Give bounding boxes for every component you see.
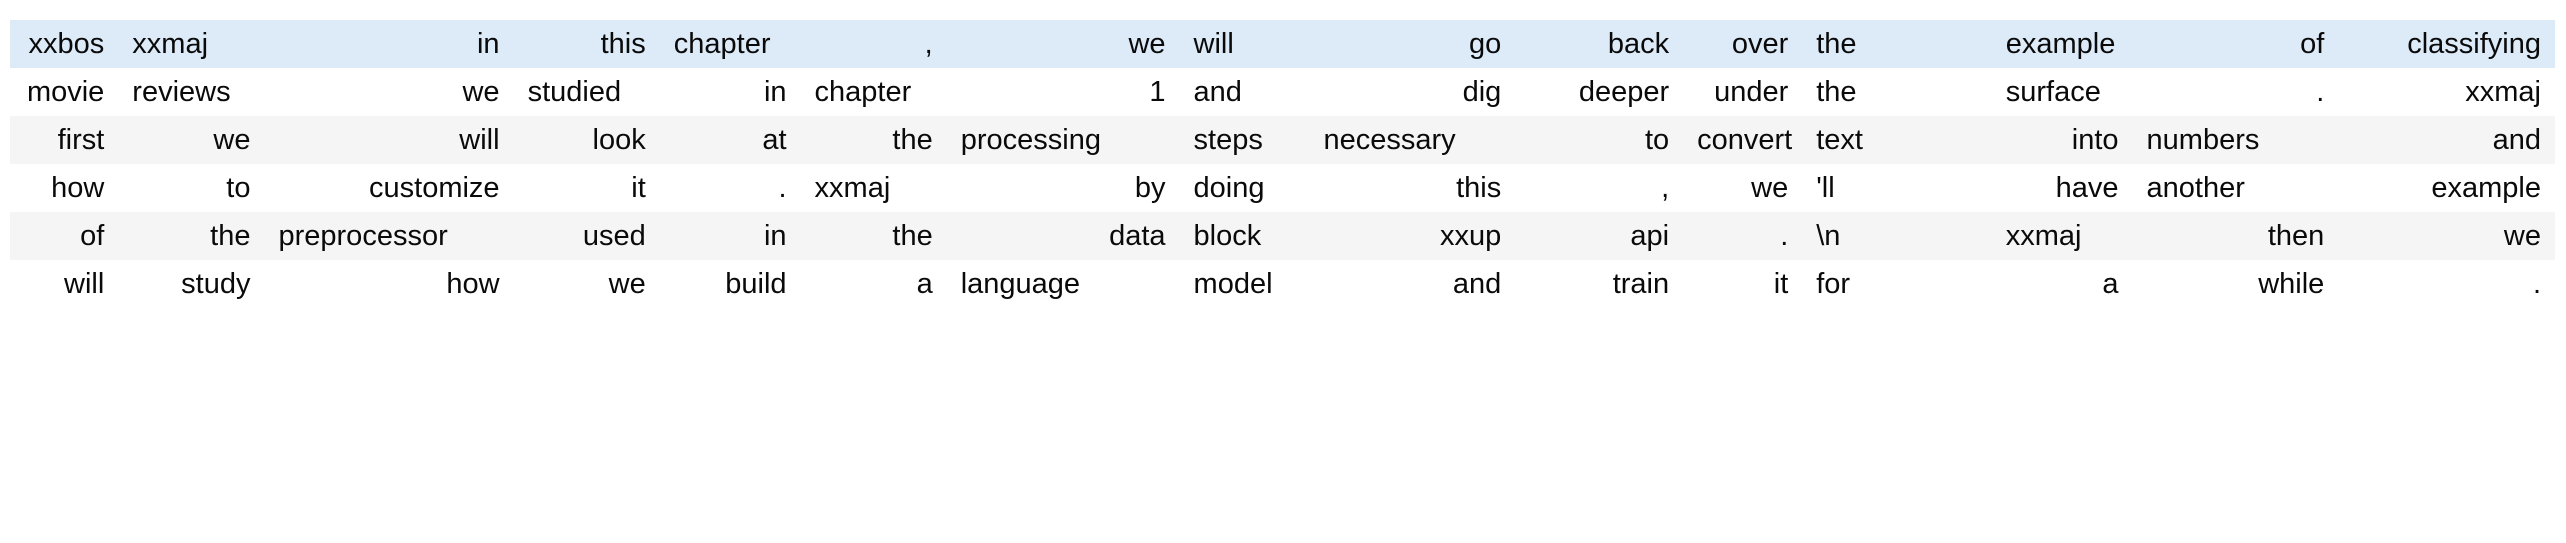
token-cell: used (513, 212, 660, 260)
token-cell: 'll (1802, 164, 1992, 212)
token-cell: over (1683, 20, 1803, 68)
token-cell: to (1515, 116, 1684, 164)
token-cell: in (659, 212, 801, 260)
token-cell: for (1802, 260, 1992, 308)
token-cell: necessary (1309, 116, 1516, 164)
token-cell: surface (1991, 68, 2133, 116)
token-cell: language (946, 260, 1180, 308)
token-cell: we (946, 20, 1180, 68)
token-cell: and (1179, 68, 1310, 116)
token-cell: xxup (1309, 212, 1516, 260)
token-cell: \n (1802, 212, 1992, 260)
token-cell: doing (1179, 164, 1310, 212)
token-cell: the (800, 212, 947, 260)
token-cell: look (513, 116, 660, 164)
token-cell: have (1991, 164, 2133, 212)
token-cell: chapter (659, 20, 801, 68)
token-cell: dig (1309, 68, 1516, 116)
token-cell: a (800, 260, 947, 308)
token-cell: block (1179, 212, 1310, 260)
token-cell: and (1309, 260, 1516, 308)
token-cell: preprocessor (264, 212, 514, 260)
token-cell: xxmaj (800, 164, 947, 212)
token-cell: deeper (1515, 68, 1684, 116)
token-cell: example (1991, 20, 2133, 68)
token-cell: example (2338, 164, 2555, 212)
token-cell: by (946, 164, 1180, 212)
token-cell: numbers (2132, 116, 2339, 164)
token-cell: of (2132, 20, 2339, 68)
token-cell: reviews (118, 68, 265, 116)
token-cell: will (10, 260, 119, 308)
token-cell: into (1991, 116, 2133, 164)
token-cell: xxmaj (1991, 212, 2133, 260)
token-cell: data (946, 212, 1180, 260)
token-cell: , (1515, 164, 1684, 212)
token-cell: xxmaj (118, 20, 265, 68)
token-cell: . (1683, 212, 1803, 260)
token-cell: studied (513, 68, 660, 116)
token-cell: a (1991, 260, 2133, 308)
token-cell: and (2338, 116, 2555, 164)
token-cell: xxbos (10, 20, 119, 68)
token-cell: will (1179, 20, 1310, 68)
token-cell: go (1309, 20, 1516, 68)
token-cell: build (659, 260, 801, 308)
token-cell: while (2132, 260, 2339, 308)
token-cell: . (659, 164, 801, 212)
token-cell: xxmaj (2338, 68, 2555, 116)
token-cell: then (2132, 212, 2339, 260)
token-cell: we (1683, 164, 1803, 212)
token-cell: first (10, 116, 119, 164)
token-cell: api (1515, 212, 1684, 260)
token-cell: of (10, 212, 119, 260)
token-cell: to (118, 164, 265, 212)
token-cell: this (1309, 164, 1516, 212)
token-cell: we (2338, 212, 2555, 260)
token-cell: processing (946, 116, 1180, 164)
token-cell: at (659, 116, 801, 164)
token-cell: in (264, 20, 514, 68)
token-cell: the (118, 212, 265, 260)
token-cell: it (1683, 260, 1803, 308)
token-cell: text (1802, 116, 1992, 164)
token-cell: model (1179, 260, 1310, 308)
token-cell: in (659, 68, 801, 116)
token-cell: , (800, 20, 947, 68)
token-cell: the (1802, 20, 1992, 68)
token-cell: how (264, 260, 514, 308)
token-cell: another (2132, 164, 2339, 212)
token-cell: . (2338, 260, 2555, 308)
token-cell: we (264, 68, 514, 116)
token-cell: this (513, 20, 660, 68)
token-cell: we (513, 260, 660, 308)
token-cell: classifying (2338, 20, 2555, 68)
token-cell: the (1802, 68, 1992, 116)
token-cell: steps (1179, 116, 1310, 164)
token-cell: . (2132, 68, 2339, 116)
token-cell: back (1515, 20, 1684, 68)
token-cell: study (118, 260, 265, 308)
token-cell: it (513, 164, 660, 212)
token-cell: we (118, 116, 265, 164)
token-cell: how (10, 164, 119, 212)
token-cell: movie (10, 68, 119, 116)
token-cell: under (1683, 68, 1803, 116)
token-cell: chapter (800, 68, 947, 116)
token-cell: convert (1683, 116, 1803, 164)
token-cell: the (800, 116, 947, 164)
token-cell: customize (264, 164, 514, 212)
token-cell: will (264, 116, 514, 164)
token-cell: train (1515, 260, 1684, 308)
token-cell: 1 (946, 68, 1180, 116)
